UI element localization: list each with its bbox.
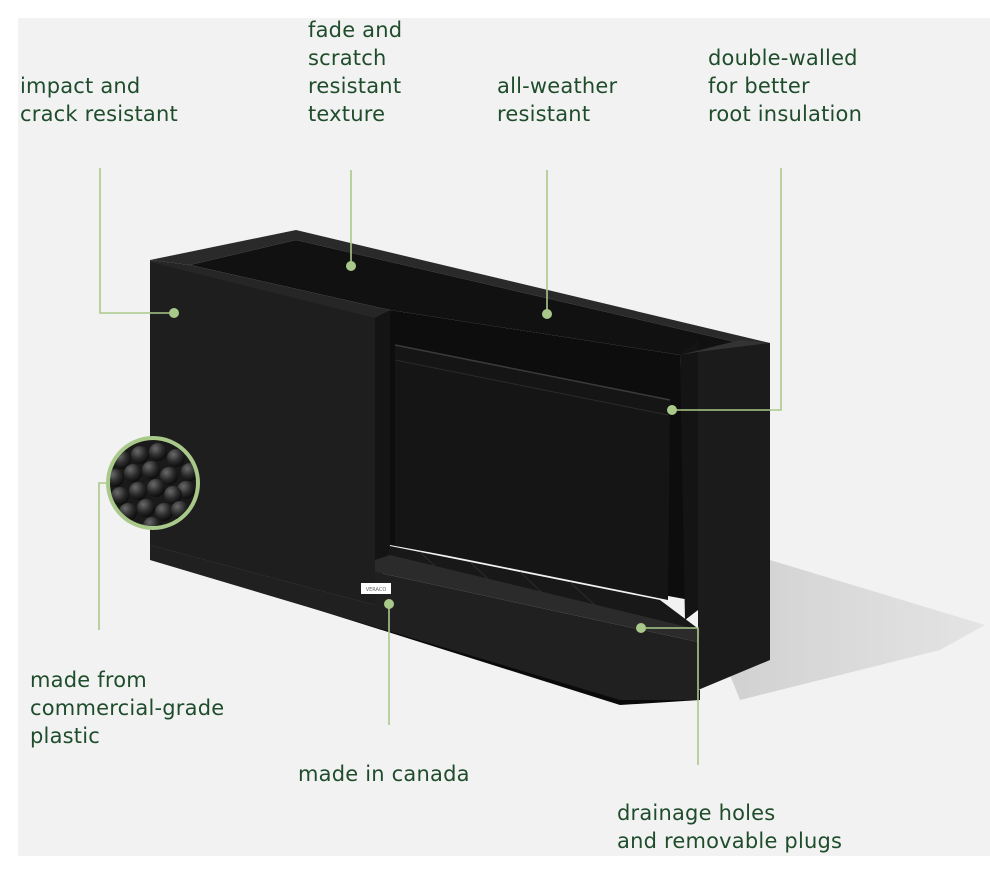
callout-fade-line-2: scratch xyxy=(308,46,387,70)
callout-plastic-line-3: plastic xyxy=(30,724,100,748)
interior-back xyxy=(190,240,770,355)
callout-double-line-2: for better xyxy=(708,74,810,98)
callout-fade: fade and scratch resistant texture xyxy=(308,16,402,128)
callout-drainage: drainage holes and removable plugs xyxy=(617,799,842,855)
callout-dot-weather xyxy=(542,309,552,319)
callout-weather-line-2: resistant xyxy=(497,102,591,126)
callout-dot-canada xyxy=(384,599,394,609)
brand-badge-text: VERACO xyxy=(366,587,387,593)
callout-line-plastic xyxy=(98,482,110,630)
callout-dot-double xyxy=(667,405,677,415)
callout-lines xyxy=(98,168,782,765)
callout-impact-line-1: impact and xyxy=(20,74,141,98)
callout-dot-fade xyxy=(346,261,356,271)
front-left-face xyxy=(150,262,375,605)
right-end-face xyxy=(698,343,770,690)
callout-dot-drainage xyxy=(636,623,646,633)
front-left-edge xyxy=(375,310,390,605)
callout-drainage-line-1: drainage holes xyxy=(617,801,776,825)
drainage-tray xyxy=(385,545,700,630)
callout-impact: impact and crack resistant xyxy=(20,72,178,128)
callout-plastic: made from commercial-grade plastic xyxy=(30,666,224,750)
inner-liner xyxy=(395,345,670,600)
callout-canada-line-1: made in canada xyxy=(298,762,470,786)
callout-fade-line-4: texture xyxy=(308,102,386,126)
floor-shadow xyxy=(700,560,985,700)
callout-weather: all-weather resistant xyxy=(497,72,617,128)
callout-double-line-1: double-walled xyxy=(708,46,858,70)
callout-fade-line-1: fade and xyxy=(308,18,403,42)
callout-drainage-line-2: and removable plugs xyxy=(617,829,843,853)
callout-plastic-line-2: commercial-grade xyxy=(30,696,225,720)
callout-line-drainage xyxy=(641,627,699,765)
front-bottom xyxy=(150,545,698,700)
material-zoom-icon xyxy=(106,436,200,530)
callout-weather-line-1: all-weather xyxy=(497,74,618,98)
callout-double: double-walled for better root insulation xyxy=(708,44,862,128)
brand-badge xyxy=(361,583,391,594)
callout-line-impact xyxy=(99,168,174,314)
callout-dots xyxy=(169,261,677,633)
callout-impact-line-2: crack resistant xyxy=(20,102,178,126)
right-end-top xyxy=(680,340,770,355)
callout-fade-line-3: resistant xyxy=(308,74,402,98)
front-lip xyxy=(375,555,700,642)
callout-plastic-line-1: made from xyxy=(30,668,147,692)
callout-double-line-3: root insulation xyxy=(708,102,863,126)
callout-canada: made in canada xyxy=(298,760,470,788)
callout-line-double xyxy=(672,168,782,411)
callout-dot-impact xyxy=(169,308,179,318)
